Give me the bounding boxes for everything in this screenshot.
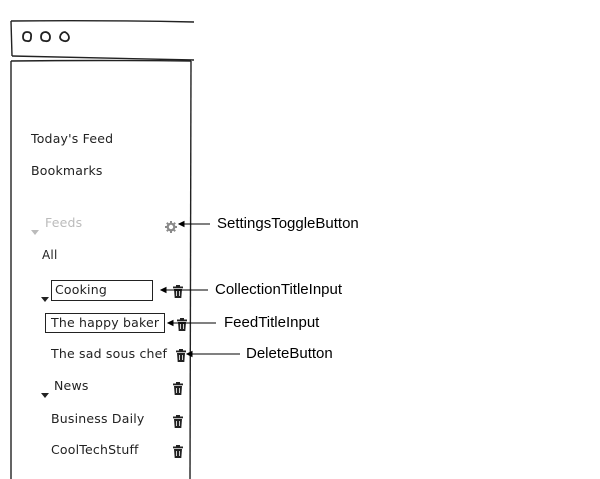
feeds-collapse-icon[interactable] bbox=[31, 220, 39, 235]
trash-icon[interactable] bbox=[173, 413, 183, 432]
minimize-window-button bbox=[40, 31, 51, 43]
collection-title-input[interactable]: Cooking bbox=[51, 280, 153, 301]
feed-item-business-daily[interactable]: Business Daily bbox=[51, 411, 145, 426]
nav-item-bookmarks[interactable]: Bookmarks bbox=[31, 163, 103, 178]
maximize-window-button bbox=[59, 31, 70, 43]
trash-icon[interactable] bbox=[173, 283, 183, 302]
trash-icon[interactable] bbox=[173, 380, 183, 399]
annotation-collection-title-input: CollectionTitleInput bbox=[215, 281, 343, 298]
trash-icon[interactable] bbox=[173, 443, 183, 462]
feed-item-sad-sous-chef[interactable]: The sad sous chef bbox=[51, 346, 168, 361]
annotation-feed-title-input: FeedTitleInput bbox=[224, 314, 320, 331]
window-controls bbox=[22, 31, 70, 43]
collection-expand-icon[interactable] bbox=[41, 288, 49, 307]
annotation-delete-button: DeleteButton bbox=[246, 345, 333, 362]
nav-item-todays-feed[interactable]: Today's Feed bbox=[31, 131, 114, 146]
trash-icon[interactable] bbox=[177, 316, 187, 335]
gear-icon[interactable] bbox=[165, 218, 177, 237]
collection-expand-icon[interactable] bbox=[41, 384, 49, 403]
feed-all[interactable]: All bbox=[42, 248, 58, 262]
feed-item-cooltechstuff[interactable]: CoolTechStuff bbox=[51, 442, 139, 457]
feeds-header: Feeds bbox=[45, 215, 83, 230]
collection-title-news[interactable]: News bbox=[54, 378, 89, 393]
feed-title-input[interactable]: The happy baker bbox=[45, 313, 165, 333]
close-window-button bbox=[22, 31, 33, 43]
annotation-settings-toggle: SettingsToggleButton bbox=[217, 215, 359, 232]
trash-icon[interactable] bbox=[176, 347, 186, 366]
